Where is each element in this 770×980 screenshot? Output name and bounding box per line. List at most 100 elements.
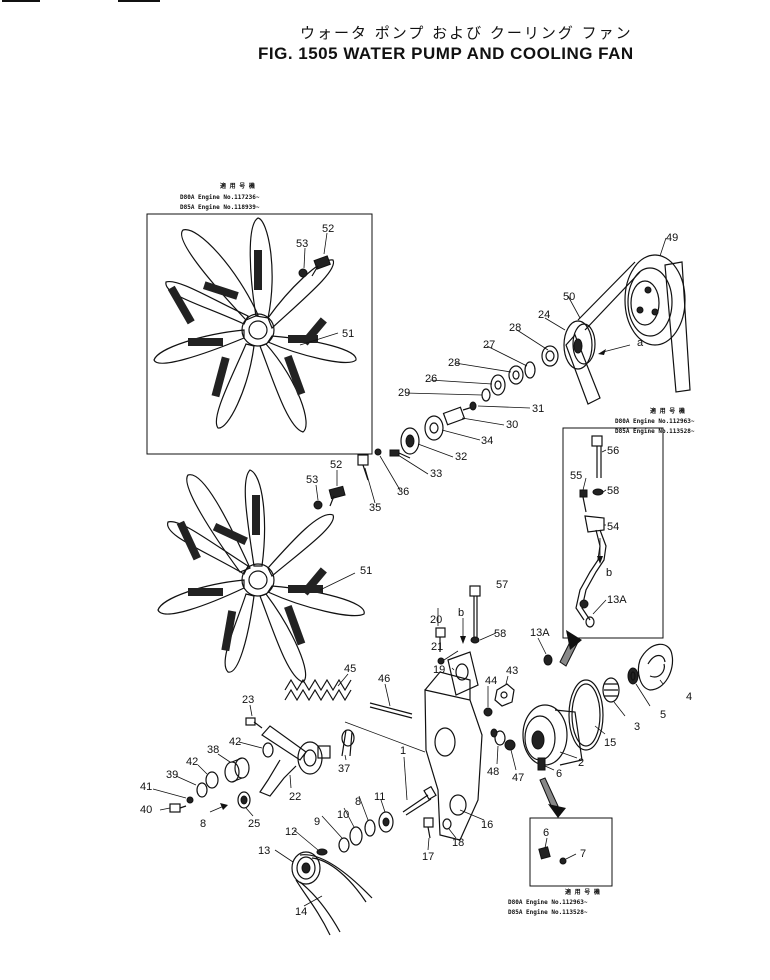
water-pump-2	[522, 704, 583, 766]
washer-42-a	[262, 742, 274, 758]
callout-14: 14	[295, 906, 307, 918]
snap-ring-27	[524, 361, 536, 379]
callout-16: 16	[481, 819, 493, 831]
callout-3: 3	[634, 721, 640, 733]
gasket-15	[568, 679, 604, 751]
pin-37	[341, 729, 355, 757]
callout-9: 9	[314, 816, 320, 828]
nut-31	[469, 401, 477, 411]
callout-b: b	[606, 567, 612, 579]
arrow-to-6-7	[539, 777, 566, 818]
callout-1: 1	[400, 745, 406, 757]
callout-38: 38	[207, 744, 219, 756]
callout-54: 54	[607, 521, 619, 533]
callout-30: 30	[506, 419, 518, 431]
note-right-3: D85A Engine No.113528~	[615, 428, 695, 435]
callout-49: 49	[666, 232, 678, 244]
callout-13a: 13A	[530, 627, 550, 639]
callout-8: 8	[355, 796, 361, 808]
callout-6: 6	[556, 768, 562, 780]
nut-47	[504, 739, 516, 751]
callout-28: 28	[448, 357, 460, 369]
bolt-52-top	[311, 255, 331, 277]
bracket-16	[424, 671, 483, 841]
callout-43: 43	[506, 665, 518, 677]
note-bottom-3: D85A Engine No.113528~	[508, 909, 588, 916]
washer-53-top	[298, 268, 308, 278]
note-top-2: D80A Engine No.117236~	[180, 194, 260, 201]
callout-15: 15	[604, 737, 616, 749]
cooling-fan-middle	[157, 469, 365, 683]
callout-12: 12	[285, 826, 297, 838]
cooling-fan-top	[153, 217, 357, 433]
callout-51: 51	[342, 328, 354, 340]
arm-22	[259, 725, 331, 797]
callout-b: b	[458, 607, 464, 619]
callout-41: 41	[140, 781, 152, 793]
note-bottom-2: D80A Engine No.112963~	[508, 899, 588, 906]
note-top-3: D85A Engine No.118939~	[180, 204, 260, 211]
bolt-6	[537, 757, 546, 771]
washer-29	[481, 388, 491, 402]
bolt-detail-box: 適 用 号 機 D80A Engine No.112963~ D85A Engi…	[508, 817, 613, 916]
fan-detail-box: 適 用 号 機 D80A Engine No.117236~ D85A Engi…	[146, 182, 373, 455]
title-japanese: ウォータ ポンプ および クーリング ファン	[300, 24, 633, 42]
bolt-40	[169, 803, 187, 813]
callout-18: 18	[452, 837, 464, 849]
washer-41	[186, 796, 194, 804]
callout-53: 53	[306, 474, 318, 486]
callout-35: 35	[369, 502, 381, 514]
washer-58-right	[592, 488, 604, 496]
callout-2: 2	[578, 757, 584, 769]
callout-52: 52	[322, 223, 334, 235]
note-top-1: 適 用 号 機	[220, 182, 255, 190]
callout-22: 22	[289, 791, 301, 803]
callout-a: a	[637, 337, 644, 349]
callout-31: 31	[532, 403, 544, 415]
callout-46: 46	[378, 673, 390, 685]
pulley-24	[563, 320, 596, 370]
callout-8: 8	[200, 818, 206, 830]
callout-13: 13	[258, 845, 270, 857]
callout-42: 42	[186, 756, 198, 768]
callout-26: 26	[425, 373, 437, 385]
bearing-10	[349, 826, 363, 846]
arrow-to-13a	[559, 630, 582, 667]
callout-32: 32	[455, 451, 467, 463]
callout-6-detail: 6	[543, 827, 549, 839]
bolt-33	[389, 449, 411, 459]
bolt-55	[579, 489, 588, 513]
callout-20: 20	[430, 614, 442, 626]
note-right-2: D80A Engine No.112963~	[615, 418, 695, 425]
callout-29: 29	[398, 387, 410, 399]
callout-25: 25	[248, 818, 260, 830]
fan-drive-pulley-49	[624, 254, 686, 346]
spacer-8-bottom	[364, 819, 376, 837]
figure-title: FIG. 1505 WATER PUMP AND COOLING FAN	[258, 44, 634, 63]
bolt-13a	[543, 654, 553, 666]
callout-55: 55	[570, 470, 582, 482]
callout-44: 44	[485, 675, 497, 687]
callout-45: 45	[344, 663, 356, 675]
callout-17: 17	[422, 851, 434, 863]
callout-58: 58	[494, 628, 506, 640]
flange-34	[424, 415, 444, 441]
bearing-25	[237, 791, 251, 809]
bracket-19	[447, 651, 479, 696]
washer-5	[627, 667, 639, 685]
washer-44	[483, 707, 493, 717]
callout-27: 27	[483, 339, 495, 351]
bolt-1	[402, 785, 437, 816]
callout-50: 50	[563, 291, 575, 303]
hub-32	[400, 427, 420, 455]
callout-5: 5	[660, 709, 666, 721]
note-bottom-1: 適 用 号 機	[565, 888, 600, 896]
bolt-52-middle	[328, 485, 346, 507]
spring-45	[284, 678, 352, 702]
callout-58: 58	[607, 485, 619, 497]
bolt-20	[435, 627, 446, 652]
callout-23: 23	[242, 694, 254, 706]
v-belt-50	[565, 261, 691, 405]
callout-36: 36	[397, 486, 409, 498]
